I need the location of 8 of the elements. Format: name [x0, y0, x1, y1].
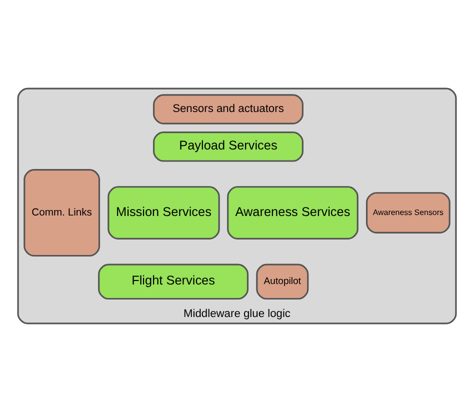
node-box: Payload Services [153, 132, 304, 162]
node-box: Awareness Sensors [366, 192, 450, 234]
node-box: Mission Services [108, 186, 220, 240]
node-box: Autopilot [256, 264, 309, 300]
node-box: Awareness Services [227, 186, 358, 240]
node-box: Comm. Links [24, 168, 100, 257]
node-box: Sensors and actuators [153, 94, 304, 124]
node-box: Flight Services [98, 264, 249, 300]
